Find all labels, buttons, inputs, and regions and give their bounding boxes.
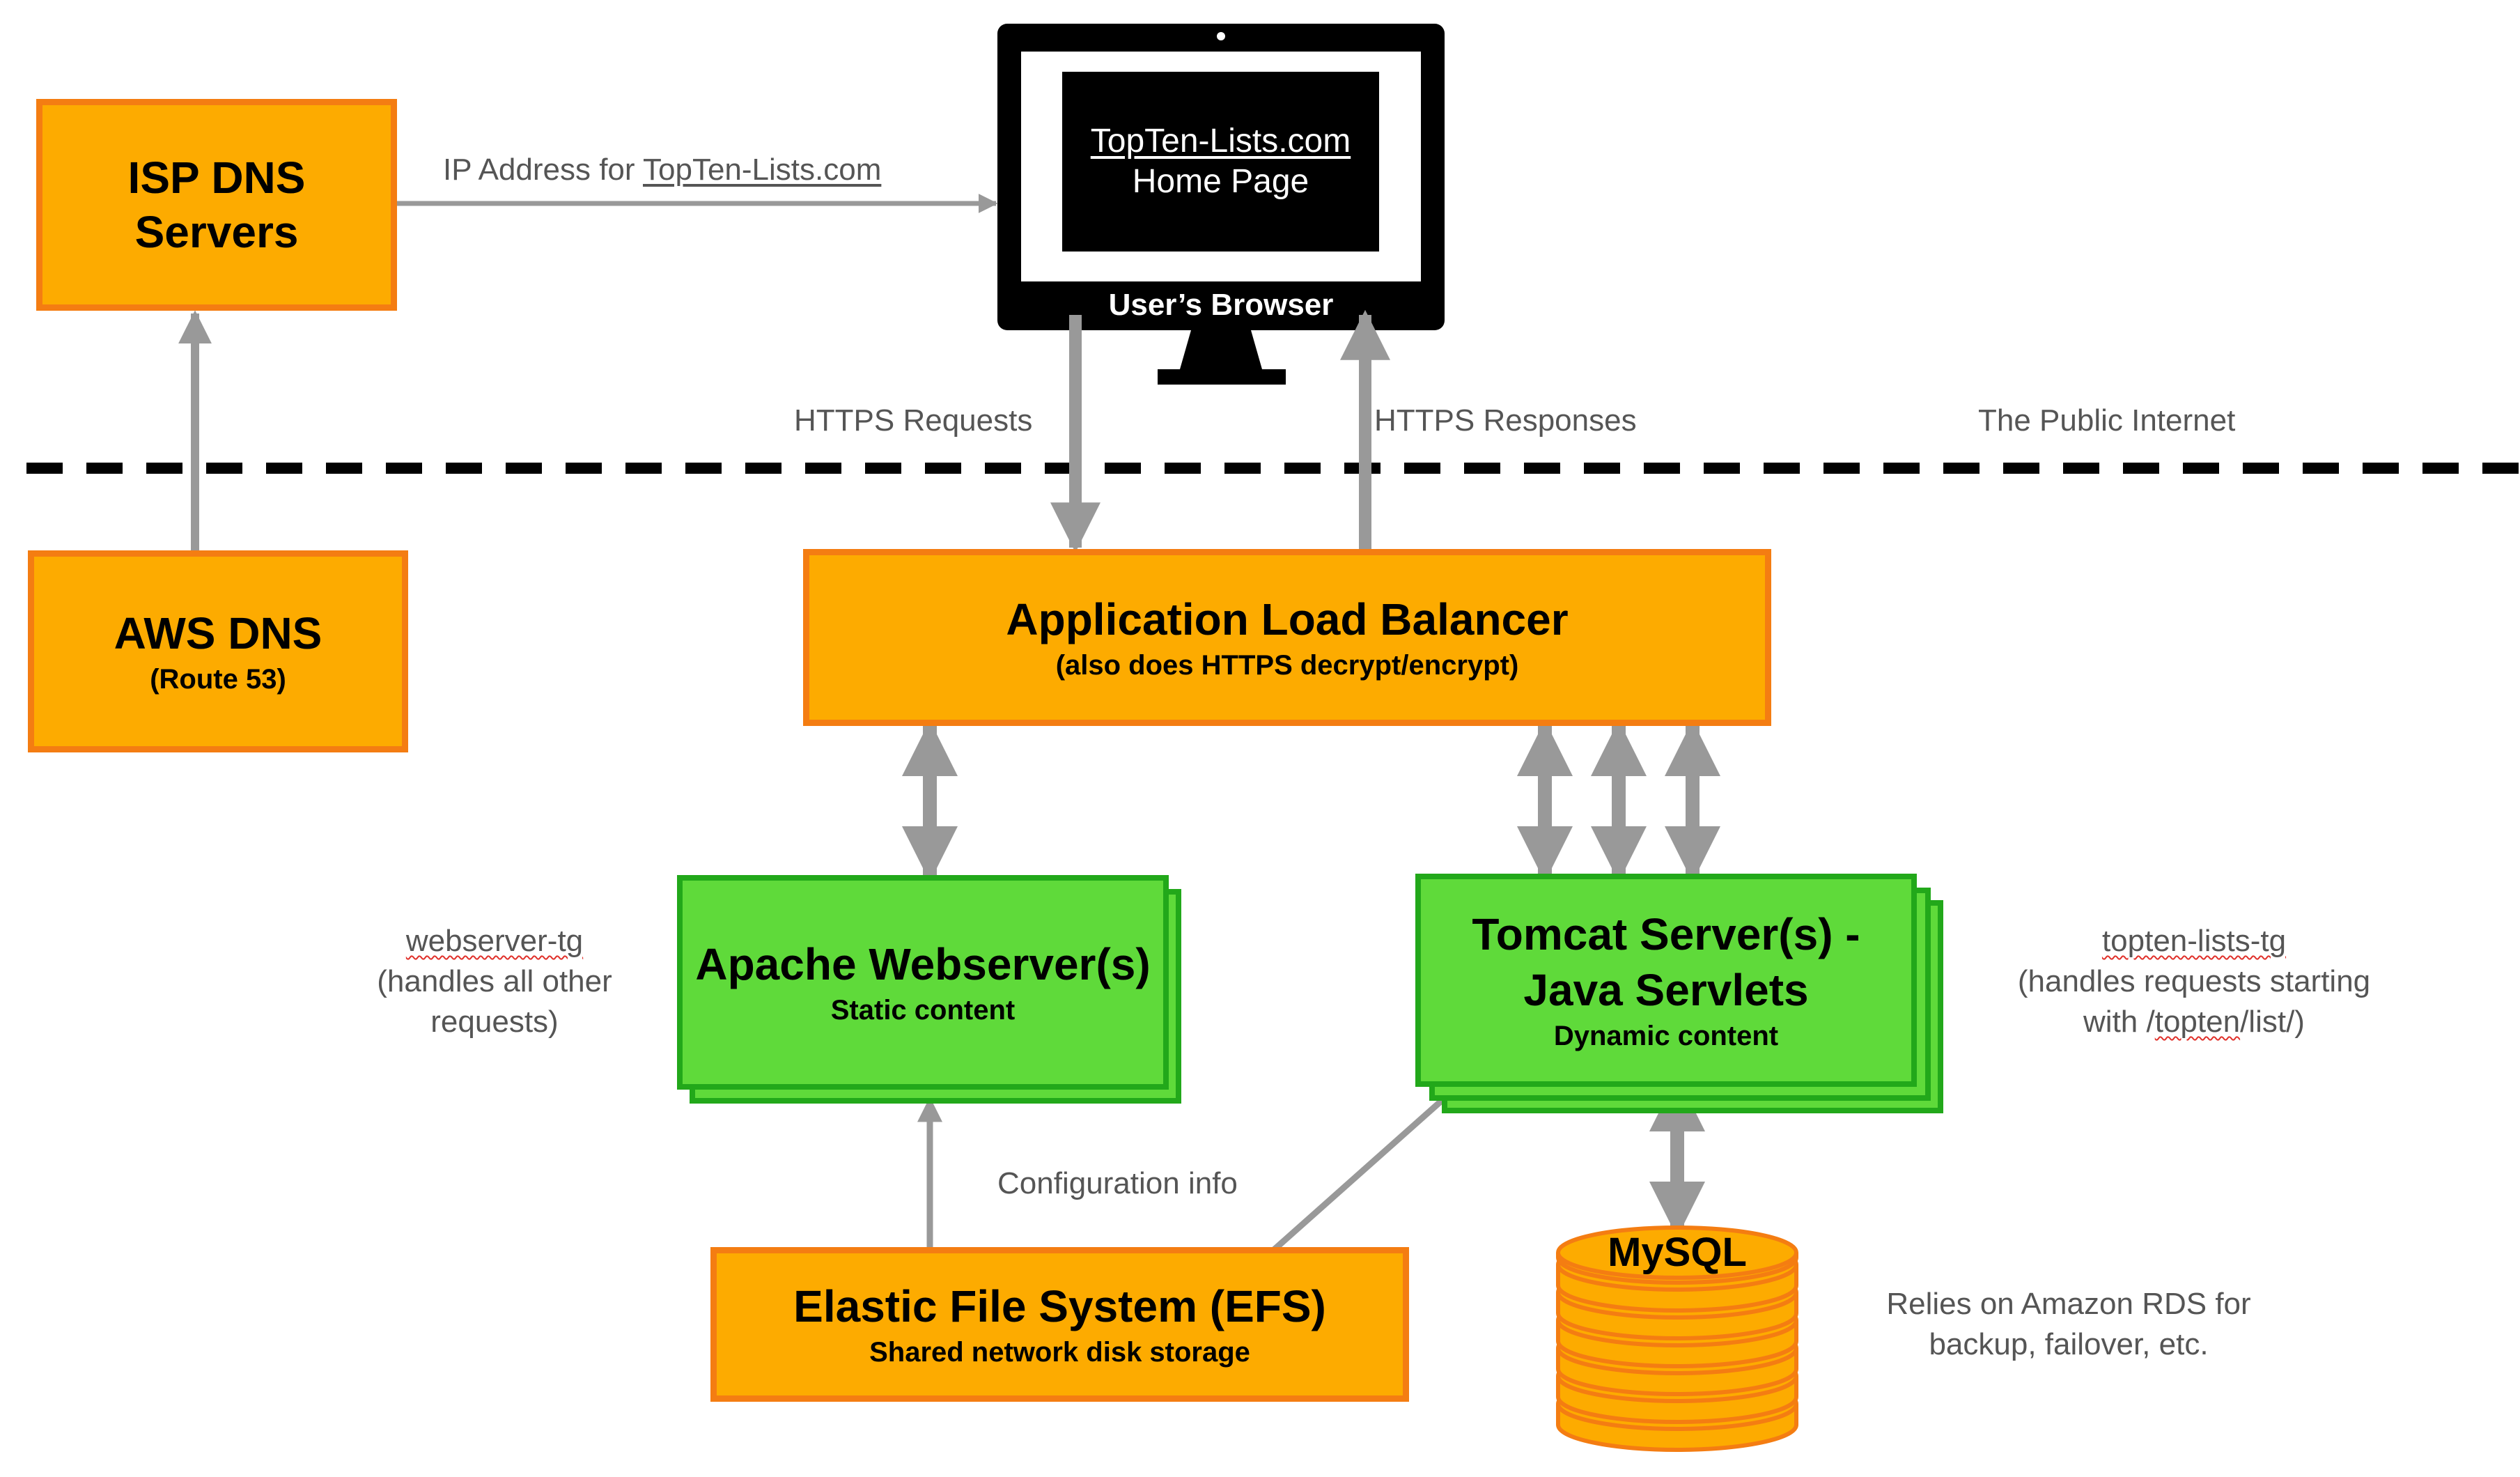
- webserver-tg-line3: requests): [430, 1005, 559, 1039]
- database-icon: [1556, 1225, 1798, 1452]
- rds-note-label: Relies on Amazon RDS for backup, failove…: [1853, 1284, 2285, 1365]
- topten-tg-line3: with /topten/list/): [1978, 1002, 2410, 1042]
- application-load-balancer-box: Application Load Balancer (also does HTT…: [803, 549, 1771, 726]
- browser-caption: User’s Browser: [1108, 288, 1334, 322]
- rds-note-line2: backup, failover, etc.: [1929, 1327, 2209, 1361]
- alb-title: Application Load Balancer: [1006, 594, 1569, 644]
- tomcat-title-line2: Java Servlets: [1523, 965, 1809, 1015]
- webserver-tg-label: webserver-tg (handles all other requests…: [334, 921, 655, 1042]
- topten-tg-line3-b: topten: [2154, 1005, 2241, 1039]
- topten-tg-line2: (handles requests starting: [2017, 964, 2371, 998]
- apache-subtitle: Static content: [830, 995, 1016, 1026]
- efs-tomcat-arrow: [1267, 1079, 1465, 1257]
- apache-title: Apache Webserver(s): [695, 939, 1151, 989]
- browser-url-link[interactable]: TopTen-Lists.com: [1090, 123, 1351, 160]
- https-requests-label: HTTPS Requests: [794, 403, 1033, 438]
- aws-dns-subtitle: (Route 53): [150, 664, 286, 695]
- https-responses-label: HTTPS Responses: [1374, 403, 1637, 438]
- mysql-label: MySQL: [1608, 1230, 1747, 1275]
- webserver-tg-name: webserver-tg: [405, 924, 584, 958]
- browser-screen: TopTen-Lists.com Home Page: [1062, 72, 1379, 252]
- webserver-tg-line2: (handles all other: [377, 964, 612, 998]
- ip-address-prefix: IP Address for: [443, 153, 643, 187]
- apache-webserver-box: Apache Webserver(s) Static content: [677, 875, 1169, 1090]
- efs-title: Elastic File System (EFS): [793, 1281, 1326, 1331]
- efs-subtitle: Shared network disk storage: [869, 1337, 1250, 1368]
- configuration-info-label: Configuration info: [997, 1166, 1238, 1200]
- efs-box: Elastic File System (EFS) Shared network…: [710, 1247, 1409, 1402]
- topten-tg-line3-c: /list/): [2240, 1005, 2305, 1039]
- public-internet-label: The Public Internet: [1978, 403, 2236, 438]
- ip-address-link[interactable]: TopTen-Lists.com: [643, 153, 882, 187]
- isp-dns-servers-box: ISP DNS Servers: [36, 99, 397, 311]
- isp-dns-title-line2: Servers: [134, 207, 299, 257]
- tomcat-subtitle: Dynamic content: [1553, 1021, 1779, 1051]
- browser-page-title: Home Page: [1132, 163, 1309, 200]
- tomcat-server-box: Tomcat Server(s) - Java Servlets Dynamic…: [1415, 874, 1917, 1087]
- topten-tg-line3-a: with /: [2083, 1005, 2155, 1039]
- topten-tg-name: topten-lists-tg: [2101, 924, 2287, 958]
- isp-dns-title: ISP DNS: [127, 153, 306, 203]
- alb-subtitle: (also does HTTPS decrypt/encrypt): [1055, 650, 1519, 681]
- tomcat-title: Tomcat Server(s) -: [1472, 909, 1860, 959]
- monitor-icon: [997, 24, 1445, 385]
- aws-dns-title: AWS DNS: [114, 608, 322, 658]
- aws-dns-box: AWS DNS (Route 53): [28, 550, 408, 752]
- rds-note-line1: Relies on Amazon RDS for: [1886, 1287, 2251, 1321]
- topten-tg-label: topten-lists-tg (handles requests starti…: [1978, 921, 2410, 1042]
- ip-address-label: IP Address for TopTen-Lists.com: [443, 150, 881, 190]
